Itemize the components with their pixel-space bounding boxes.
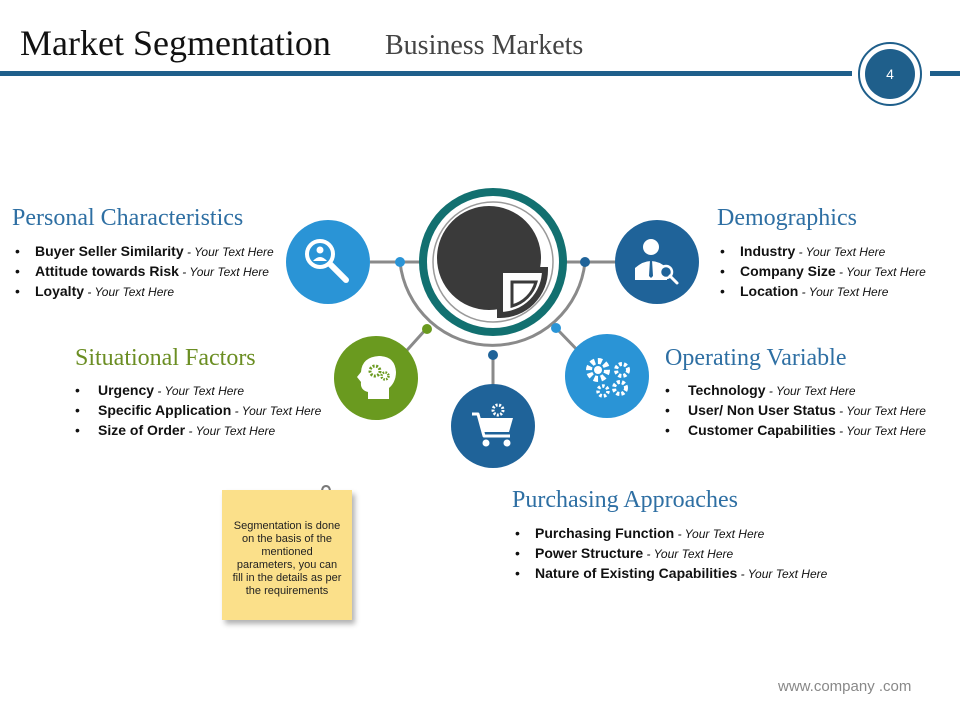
- purchasing-approaches-circle: [451, 384, 535, 468]
- connector-dot-purchasing: [488, 350, 498, 360]
- gears-icon: [586, 358, 630, 398]
- slide-subtitle: Business Markets: [385, 30, 584, 61]
- situational-factors-list: Urgency - Your Text Here Specific Applic…: [72, 380, 321, 440]
- person-magnifier-icon: [635, 239, 679, 285]
- connector-dot-situational: [422, 324, 432, 334]
- list-item: Nature of Existing Capabilities - Your T…: [512, 563, 827, 583]
- pie-chart-icon: [437, 206, 549, 319]
- personal-characteristics-heading: Personal Characteristics: [12, 205, 244, 231]
- situational-factors-heading: Situational Factors: [75, 345, 256, 371]
- list-item: Attitude towards Risk - Your Text Here: [12, 261, 274, 281]
- list-item: Power Structure - Your Text Here: [512, 543, 827, 563]
- operating-variable-list: Technology - Your Text Here User/ Non Us…: [662, 380, 926, 440]
- list-item: Urgency - Your Text Here: [72, 380, 321, 400]
- shopping-cart-gear-icon: [472, 403, 513, 447]
- demographics-heading: Demographics: [717, 205, 857, 231]
- personal-characteristics-list: Buyer Seller Similarity - Your Text Here…: [12, 241, 274, 301]
- list-item: User/ Non User Status - Your Text Here: [662, 400, 926, 420]
- situational-factors-circle: [334, 336, 418, 420]
- list-item: Technology - Your Text Here: [662, 380, 926, 400]
- demographics-list: Industry - Your Text Here Company Size -…: [717, 241, 926, 301]
- personal-characteristics-circle: [286, 220, 370, 304]
- sticky-note: Segmentation is done on the basis of the…: [222, 490, 352, 620]
- header-rule-right: [930, 71, 960, 76]
- list-item: Specific Application - Your Text Here: [72, 400, 321, 420]
- connector-dot-demographics: [580, 257, 590, 267]
- list-item: Customer Capabilities - Your Text Here: [662, 420, 926, 440]
- head-gears-icon: [357, 356, 396, 399]
- list-item: Buyer Seller Similarity - Your Text Here: [12, 241, 274, 261]
- list-item: Loyalty - Your Text Here: [12, 281, 274, 301]
- slide-title: Market Segmentation: [20, 23, 331, 63]
- footer-website: www.company .com: [778, 678, 912, 695]
- list-item: Industry - Your Text Here: [717, 241, 926, 261]
- list-item: Company Size - Your Text Here: [717, 261, 926, 281]
- demographics-circle: [615, 220, 699, 304]
- operating-variable-heading: Operating Variable: [665, 345, 847, 371]
- purchasing-approaches-list: Purchasing Function - Your Text Here Pow…: [512, 523, 827, 583]
- page-number: 4: [865, 49, 915, 99]
- center-hub: [419, 188, 567, 336]
- list-item: Purchasing Function - Your Text Here: [512, 523, 827, 543]
- search-user-icon: [305, 239, 349, 283]
- purchasing-approaches-heading: Purchasing Approaches: [512, 487, 738, 513]
- list-item: Location - Your Text Here: [717, 281, 926, 301]
- connector-dot-operating: [551, 323, 561, 333]
- connector-dot-personal: [395, 257, 405, 267]
- sticky-note-text: Segmentation is done on the basis of the…: [232, 520, 342, 597]
- operating-variable-circle: [565, 334, 649, 418]
- connector-arc: [398, 261, 587, 347]
- page-number-badge: 4: [858, 42, 922, 106]
- header-rule-left: [0, 71, 852, 76]
- list-item: Size of Order - Your Text Here: [72, 420, 321, 440]
